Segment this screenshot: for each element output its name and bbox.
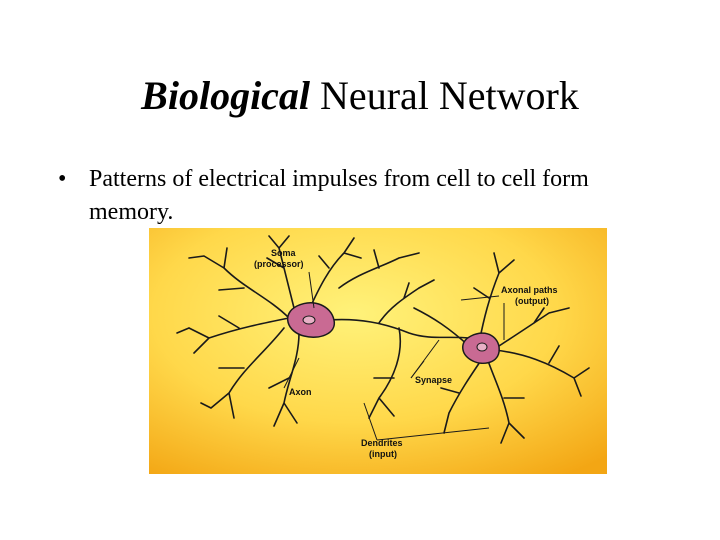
label-soma: Soma bbox=[271, 248, 297, 258]
bullet-text: Patterns of electrical impulses from cel… bbox=[89, 166, 589, 225]
nucleus-right bbox=[476, 342, 488, 352]
label-axonal-sub: (output) bbox=[515, 296, 549, 306]
label-dendrites: Dendrites bbox=[361, 438, 403, 448]
label-soma-sub: (processor) bbox=[254, 259, 304, 269]
label-axonal-paths: Axonal paths bbox=[501, 285, 558, 295]
neuron-branches bbox=[176, 235, 590, 444]
neuron-svg: Soma (processor) Axonal paths (output) A… bbox=[149, 228, 607, 474]
nucleus-left bbox=[302, 315, 316, 325]
slide-title: Biological Neural Network bbox=[0, 70, 720, 122]
label-axon: Axon bbox=[289, 387, 312, 397]
neuron-diagram: Soma (processor) Axonal paths (output) A… bbox=[149, 228, 607, 474]
bullet-icon: • bbox=[58, 166, 67, 192]
label-synapse: Synapse bbox=[415, 375, 452, 385]
pointer-lines bbox=[283, 271, 505, 441]
title-rest: Neural Network bbox=[310, 73, 579, 118]
title-emphasis: Biological bbox=[141, 73, 311, 118]
label-dendrites-sub: (input) bbox=[369, 449, 397, 459]
